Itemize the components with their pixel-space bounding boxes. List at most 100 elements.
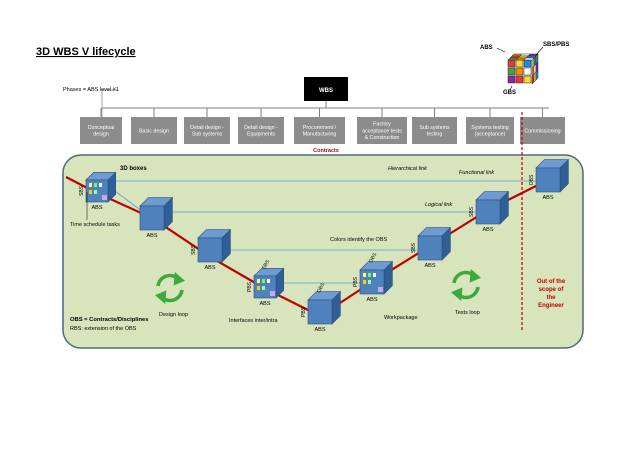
cube-label-side: PBS bbox=[353, 276, 359, 287]
phase-box bbox=[294, 117, 345, 144]
out-of-scope-line-2: scope of bbox=[539, 287, 565, 293]
tests-loop-icon bbox=[451, 269, 481, 301]
workpackage-marker bbox=[270, 291, 275, 296]
rubik-facet bbox=[533, 71, 537, 83]
phase-box bbox=[184, 117, 230, 144]
cube-front-face bbox=[535, 167, 561, 193]
wbs-cube: ABS OBS bbox=[529, 158, 570, 201]
cube-label-bottom: ABS bbox=[366, 297, 377, 303]
cube-label-side: SBS bbox=[411, 242, 417, 253]
cube-label-top: SBS bbox=[261, 258, 272, 270]
phase-box bbox=[238, 117, 284, 144]
wbs-cube: ABS bbox=[139, 196, 174, 239]
phase-label: Equipments bbox=[247, 132, 275, 138]
workpackage-marker bbox=[363, 280, 366, 284]
axis-pointer bbox=[496, 47, 506, 53]
axis-label-gbs: GBS bbox=[503, 90, 516, 96]
workpackage-marker bbox=[368, 280, 371, 284]
workpackage-marker bbox=[262, 286, 265, 290]
phase-label: Commissioning bbox=[524, 128, 560, 134]
cube-front-face bbox=[417, 235, 443, 261]
phase-box bbox=[131, 117, 177, 144]
wbs-root-label: WBS bbox=[319, 88, 333, 94]
cube-label-bottom: ABS bbox=[424, 263, 435, 269]
wbs-cube: ABS SBS bbox=[191, 228, 232, 271]
phase-label: Detail design - bbox=[190, 125, 224, 131]
cube-label-side: SBS bbox=[79, 185, 85, 196]
out-of-scope-line-1: Out of the bbox=[537, 279, 566, 285]
axis-cube-icon bbox=[496, 46, 544, 91]
cube-label-top: OBS bbox=[368, 251, 379, 264]
workpackage-marker bbox=[99, 183, 102, 187]
obs-note: OBS = Contracts/Disciplines bbox=[70, 317, 148, 323]
workpackage-marker bbox=[94, 183, 97, 187]
colors-obs-label: Colors identify the OBS bbox=[330, 237, 387, 243]
phase-label: Conceptual bbox=[88, 125, 115, 131]
loop-arrowhead bbox=[173, 272, 185, 286]
cube-front-face bbox=[307, 299, 333, 325]
cube-label-bottom: ABS bbox=[259, 301, 270, 307]
workpackage-marker bbox=[94, 190, 97, 194]
wbs-cube: ABS SBS bbox=[411, 226, 452, 269]
time-schedule-label: Time schedule tasks bbox=[70, 222, 120, 228]
workpackage-marker bbox=[363, 273, 366, 277]
link-lines bbox=[100, 180, 548, 284]
rubik-facet bbox=[515, 75, 524, 84]
cube-label-side: SBS bbox=[191, 244, 197, 255]
diagram-title: 3D WBS V lifecycle bbox=[36, 46, 136, 58]
workpackage-marker bbox=[262, 279, 265, 283]
workpackage-marker bbox=[89, 190, 92, 194]
loop-arrowhead bbox=[155, 290, 167, 304]
functional-link-label: Functional link bbox=[459, 170, 494, 176]
wbs-root-box bbox=[304, 77, 348, 101]
rubik-facet bbox=[523, 75, 532, 84]
workpackage-marker bbox=[373, 273, 376, 277]
cube-front-face bbox=[197, 237, 223, 263]
cube-front-face bbox=[139, 205, 165, 231]
hierarchical-link-label: Hierarchical link bbox=[388, 166, 427, 172]
boxes-3d-label: 3D boxes bbox=[120, 166, 147, 172]
axis-pointer bbox=[509, 85, 513, 91]
logical-link-label: Logical link bbox=[425, 202, 452, 208]
cube-front-face bbox=[475, 199, 501, 225]
rubik-facet bbox=[535, 69, 539, 81]
phase-label: Manufacturing bbox=[303, 132, 337, 138]
phase-label: (acceptance) bbox=[475, 132, 506, 138]
interfaces-label: Interfaces inter/intra bbox=[229, 318, 279, 324]
cube-label-bottom: ABS bbox=[542, 195, 553, 201]
rubik-facet bbox=[507, 75, 516, 84]
phase-label: Sub systems bbox=[192, 132, 223, 138]
phase-label: testing bbox=[427, 132, 443, 138]
phase-label: Factory bbox=[373, 122, 391, 128]
v-panel bbox=[62, 154, 584, 349]
cube-label-bottom: ABS bbox=[204, 265, 215, 271]
phase-box bbox=[520, 117, 565, 144]
workpackage-marker bbox=[257, 286, 260, 290]
out-of-scope-line-3: the bbox=[547, 295, 557, 301]
cube-label-side: PBS bbox=[247, 281, 253, 292]
phase-box bbox=[357, 117, 407, 144]
phase-label: & Construction bbox=[365, 135, 400, 141]
rubik-facet bbox=[523, 59, 532, 68]
cube-label-bottom: ABS bbox=[91, 205, 102, 211]
design-loop-label: Design loop bbox=[159, 312, 188, 318]
workpackage-label: Workpackage bbox=[384, 315, 418, 321]
phase-label: Detail design - bbox=[244, 125, 278, 131]
rubik-facet bbox=[507, 67, 516, 76]
phase-label: Procurement / bbox=[303, 125, 337, 131]
rubik-facet bbox=[531, 73, 535, 85]
cube-label-bottom: ABS bbox=[314, 327, 325, 333]
rbs-note: RBS: extension of the OBS bbox=[70, 326, 137, 332]
cube-label-side: OBS bbox=[529, 174, 535, 185]
phase-box bbox=[412, 117, 457, 144]
cubes: ABSSBSABSABSSBSABSPBSSBSABSPBSOBSABSPBSO… bbox=[79, 158, 570, 333]
phase-label: acceptance tests bbox=[362, 128, 402, 134]
loop-arrowhead bbox=[451, 287, 463, 301]
design-loop-icon bbox=[155, 272, 185, 304]
phase-box bbox=[466, 117, 514, 144]
rubik-facet bbox=[515, 67, 524, 76]
phase-label: design bbox=[93, 132, 109, 138]
wbs-cube: ABS PBS SBS bbox=[247, 258, 285, 307]
out-of-scope-line-4: Engineer bbox=[538, 303, 564, 309]
